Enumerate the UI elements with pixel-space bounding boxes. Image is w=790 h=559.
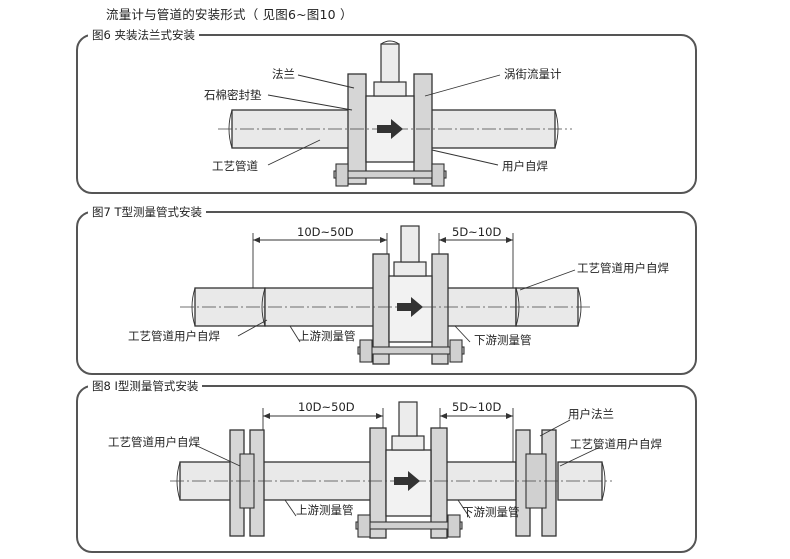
figure-7-panel: 图7 T型测量管式安装 xyxy=(76,204,697,375)
figure-6-title: 图6 夹装法兰式安装 xyxy=(88,27,199,43)
figure-8-title: 图8 I型测量管式安装 xyxy=(88,378,203,394)
page-title: 流量计与管道的安装形式（ 见图6~图10 ） xyxy=(106,7,353,22)
figure-7-title: 图7 T型测量管式安装 xyxy=(88,204,206,220)
figure-8-panel: 图8 I型测量管式安装 xyxy=(76,378,697,553)
figure-6-panel: 图6 夹装法兰式安装 xyxy=(76,27,697,194)
